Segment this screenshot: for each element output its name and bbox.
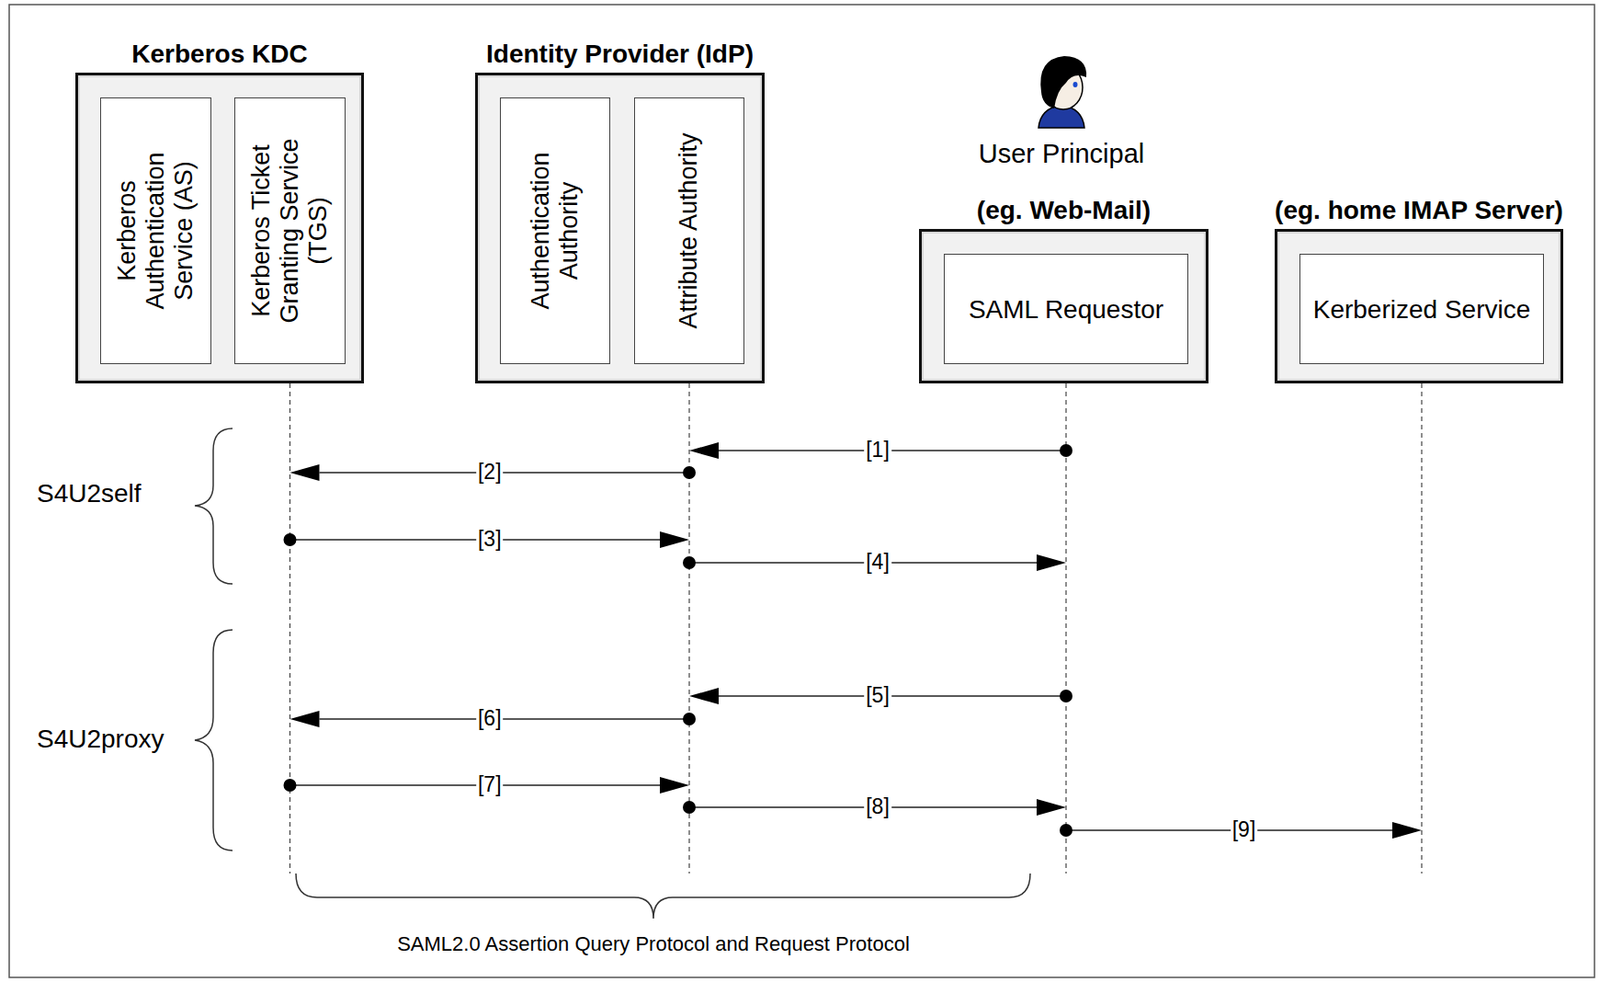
box-label: Kerberos Authentication Service (AS) — [113, 115, 199, 346]
box-heading: (eg. Web-Mail) — [912, 193, 1215, 227]
arrowhead — [659, 776, 690, 794]
brace-label: SAML2.0 Assertion Query Protocol and Req… — [397, 931, 910, 956]
message-line — [1066, 828, 1393, 830]
phase-label: S4U2self — [36, 478, 142, 509]
frame — [9, 4, 1595, 977]
bracket — [194, 629, 233, 851]
box-heading: Kerberos KDC — [68, 37, 371, 70]
box-heading: (eg. home IMAP Server) — [1268, 193, 1570, 227]
lifeline — [688, 383, 690, 874]
arrowhead — [290, 710, 320, 727]
message-line — [290, 538, 661, 540]
bracket — [194, 428, 233, 584]
message-number: [3] — [476, 527, 504, 551]
actor-label: User Principal — [978, 138, 1146, 170]
start-dot — [1059, 443, 1073, 457]
message-number: [5] — [863, 683, 892, 707]
arrowhead — [689, 687, 719, 704]
message-line — [718, 449, 1067, 451]
arrowhead — [1392, 821, 1422, 839]
phase-label: S4U2proxy — [36, 724, 165, 754]
message-line — [689, 805, 1037, 807]
message-number: [9] — [1230, 817, 1259, 841]
container-box: Identity Provider (IdP)Authentication Au… — [475, 72, 765, 384]
message-line — [718, 694, 1067, 696]
component-box: Kerberized Service — [1299, 253, 1544, 364]
arrowhead — [290, 464, 320, 481]
message-number: [8] — [863, 794, 892, 818]
message-number: [4] — [863, 550, 892, 574]
message-line — [689, 561, 1037, 563]
message-number: [6] — [476, 706, 504, 730]
box-label: SAML Requestor — [956, 293, 1176, 326]
box-label: Kerberized Service — [1312, 293, 1532, 326]
start-dot — [682, 556, 696, 569]
arrowhead — [659, 531, 690, 548]
box-label: Authentication Authority — [526, 115, 584, 346]
message-number: [7] — [476, 772, 504, 796]
start-dot — [682, 712, 696, 726]
start-dot — [1059, 823, 1073, 837]
arrowhead — [1036, 798, 1067, 816]
start-dot — [1059, 689, 1073, 703]
start-dot — [283, 778, 297, 792]
start-dot — [682, 465, 696, 479]
component-box: Attribute Authority — [634, 97, 745, 364]
lifeline — [1420, 383, 1422, 874]
component-box: Kerberos Authentication Service (AS) — [100, 97, 212, 364]
start-dot — [283, 533, 297, 546]
component-box: SAML Requestor — [943, 253, 1189, 364]
person-icon — [1038, 56, 1087, 128]
lifeline — [289, 383, 291, 874]
box-label: Attribute Authority — [674, 115, 704, 346]
bracket — [295, 873, 1031, 919]
container-box: (eg. Web-Mail)SAML Requestor — [919, 228, 1209, 384]
start-dot — [682, 800, 696, 814]
message-number: [2] — [476, 460, 504, 484]
component-box: Authentication Authority — [499, 97, 611, 364]
message-number: [1] — [863, 438, 892, 462]
component-box: Kerberos Ticket Granting Service (TGS) — [234, 97, 346, 364]
arrowhead — [689, 442, 719, 459]
message-line — [319, 717, 691, 719]
arrowhead — [1036, 554, 1067, 571]
box-heading: Identity Provider (IdP) — [468, 37, 772, 70]
message-line — [290, 783, 661, 785]
box-label: Kerberos Ticket Granting Service (TGS) — [247, 115, 333, 346]
container-box: (eg. home IMAP Server)Kerberized Service — [1274, 228, 1564, 384]
message-line — [319, 471, 691, 473]
container-box: Kerberos KDCKerberos Authentication Serv… — [75, 72, 364, 384]
